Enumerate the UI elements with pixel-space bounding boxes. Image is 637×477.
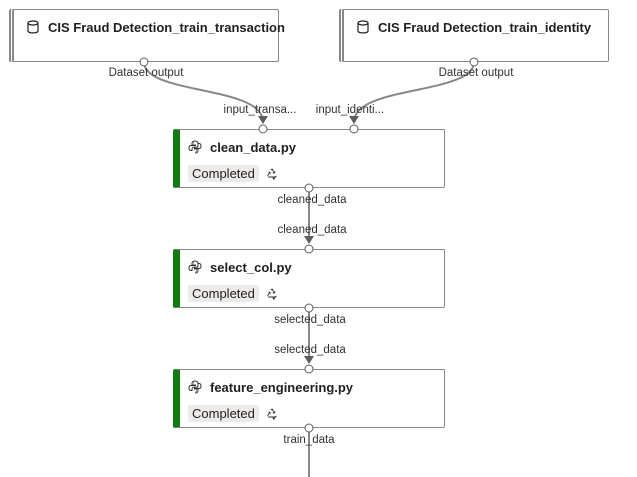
dataset-title: CIS Fraud Detection_train_transaction (48, 19, 285, 35)
database-icon (356, 19, 370, 35)
dataset-title: CIS Fraud Detection_train_identity (378, 19, 592, 35)
input-port[interactable] (258, 124, 268, 134)
recycle-icon (265, 166, 279, 182)
module-node-feature-engineering[interactable]: feature_engineering.py Completed (173, 369, 445, 428)
output-port-label: train_data (283, 434, 335, 446)
module-title: clean_data.py (210, 139, 296, 155)
output-port[interactable] (304, 303, 314, 313)
input-port-label: input_identi... (315, 104, 385, 116)
database-icon (26, 19, 40, 35)
dataset-output-label: Dataset output (108, 67, 184, 79)
module-node-clean-data[interactable]: clean_data.py Completed (173, 129, 445, 188)
wire-arrow (258, 116, 268, 124)
input-port[interactable] (304, 364, 314, 374)
status-badge: Completed (188, 285, 259, 302)
module-title: select_col.py (210, 259, 292, 275)
input-port-label: input_transa... (223, 104, 297, 116)
dataset-output-port[interactable] (139, 57, 149, 67)
dataset-output-port[interactable] (469, 57, 479, 67)
recycle-icon (265, 406, 279, 422)
module-title: feature_engineering.py (210, 379, 354, 395)
python-icon (188, 139, 202, 155)
status-badge: Completed (188, 165, 259, 182)
output-port-label: cleaned_data (277, 194, 347, 206)
input-port-label: cleaned_data (277, 224, 347, 236)
output-port-label: selected_data (274, 314, 346, 326)
wire-arrow (304, 356, 314, 364)
input-port[interactable] (349, 124, 359, 134)
wire-arrow (349, 116, 359, 124)
dataset-output-label: Dataset output (438, 67, 514, 79)
input-port-label: selected_data (274, 344, 346, 356)
status-badge: Completed (188, 405, 259, 422)
wire-arrow (304, 236, 314, 244)
module-node-select-col[interactable]: select_col.py Completed (173, 249, 445, 308)
dataset-node-train-identity[interactable]: CIS Fraud Detection_train_identity (339, 9, 609, 62)
output-port[interactable] (304, 423, 314, 433)
python-icon (188, 379, 202, 395)
output-port[interactable] (304, 183, 314, 193)
python-icon (188, 259, 202, 275)
input-port[interactable] (304, 244, 314, 254)
recycle-icon (265, 286, 279, 302)
dataset-node-train-transaction[interactable]: CIS Fraud Detection_train_transaction (9, 9, 285, 62)
